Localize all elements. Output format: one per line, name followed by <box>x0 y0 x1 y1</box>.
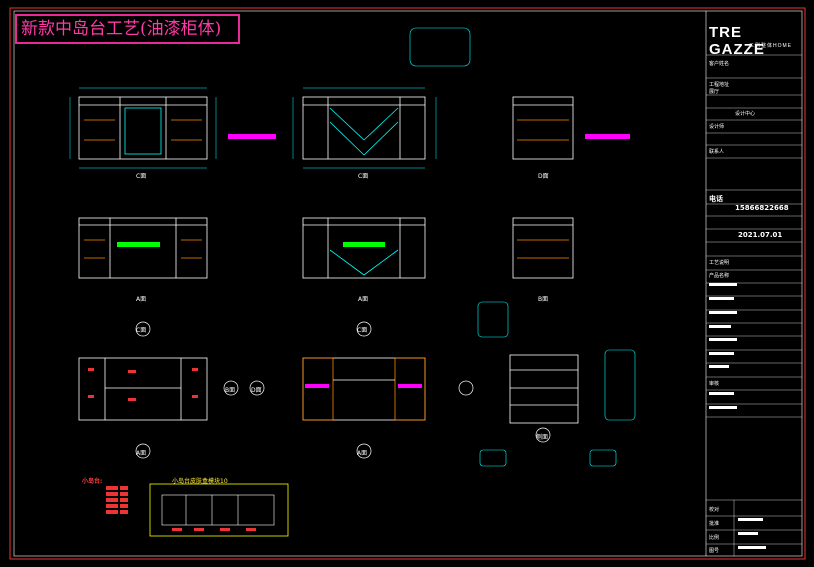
outer-border <box>9 7 806 560</box>
legend-frame <box>149 483 289 537</box>
inner-border <box>13 10 803 557</box>
brand-logo: TRE GAZZE 三则整体HOME <box>709 24 801 58</box>
tb-row-review: 审核 <box>709 381 720 387</box>
view-label-c-front2: C面 <box>358 173 369 180</box>
drawing-title: 新款中岛台工艺(油漆柜体) <box>15 14 240 44</box>
legend-boxes <box>106 486 128 514</box>
view-label-a-front: A面 <box>136 296 147 303</box>
view-label-section: 侧面 <box>536 434 549 441</box>
tb-row-approve: 批准 <box>709 521 720 527</box>
view-c-front2 <box>302 96 426 160</box>
view-a-front2 <box>302 217 426 279</box>
view-a-plan <box>78 357 208 421</box>
tb-row-scale: 比例 <box>709 535 720 541</box>
brand-tagline: 三则整体HOME <box>749 43 793 49</box>
green-bar-1 <box>117 242 160 247</box>
tb-row-product: 产品名称 <box>709 273 730 279</box>
view-c-front <box>78 96 208 160</box>
dims-c-front <box>69 87 217 169</box>
tb-row-notes: 工艺说明 <box>709 260 730 266</box>
view-label-c-plan2: C面 <box>357 327 368 334</box>
dims-c-front2 <box>292 87 437 169</box>
tb-row-check: 校对 <box>709 507 720 513</box>
view-section <box>509 354 579 424</box>
tb-row-designer: 设计师 <box>709 124 725 130</box>
view-label-b-plan: B面 <box>225 387 236 394</box>
tb-row-drawing-no: 图号 <box>709 548 720 554</box>
view-label-c-plan-top: C面 <box>136 327 147 334</box>
view-label-d-plan: D面 <box>251 387 262 394</box>
callouts <box>409 27 636 467</box>
view-d-side <box>512 96 574 160</box>
view-label-a-plan2: A面 <box>357 450 368 457</box>
magenta-bar-2 <box>585 134 630 139</box>
red-marks-a-plan <box>88 368 198 401</box>
tb-row-customer: 客户姓名 <box>709 61 730 67</box>
tb-row-showroom: 展厅 <box>709 89 720 95</box>
view-a-front <box>78 217 208 279</box>
tb-row-address: 工程地址 <box>709 82 730 88</box>
view-label-c-front: C面 <box>136 173 147 180</box>
tb-row-design-center: 设计中心 <box>735 111 756 117</box>
tb-date: 2021.07.01 <box>738 231 783 239</box>
direction-markers <box>135 321 551 459</box>
title-block-fills <box>709 283 766 549</box>
tb-row-contact: 联系人 <box>709 149 725 155</box>
legend-cabinet <box>161 494 275 526</box>
view-label-a-front2: A面 <box>358 296 369 303</box>
title-block-grid <box>706 54 802 556</box>
view-label-d-side: D面 <box>538 173 549 180</box>
tb-phone-label: 电话 <box>709 195 723 203</box>
tb-phone: 15866822668 <box>735 204 789 212</box>
view-label-a-plan: A面 <box>136 450 147 457</box>
view-b-side <box>512 217 574 279</box>
magenta-bar-1 <box>228 134 276 139</box>
view-c-plan <box>302 357 426 421</box>
view-label-b-side: B面 <box>538 296 549 303</box>
legend-subtitle: 小岛台皮肤盒模块10 <box>172 478 228 485</box>
brand-name: TRE GAZZE <box>709 24 765 58</box>
legend-label: 小岛台: <box>82 478 103 485</box>
green-bar-2 <box>343 242 385 247</box>
